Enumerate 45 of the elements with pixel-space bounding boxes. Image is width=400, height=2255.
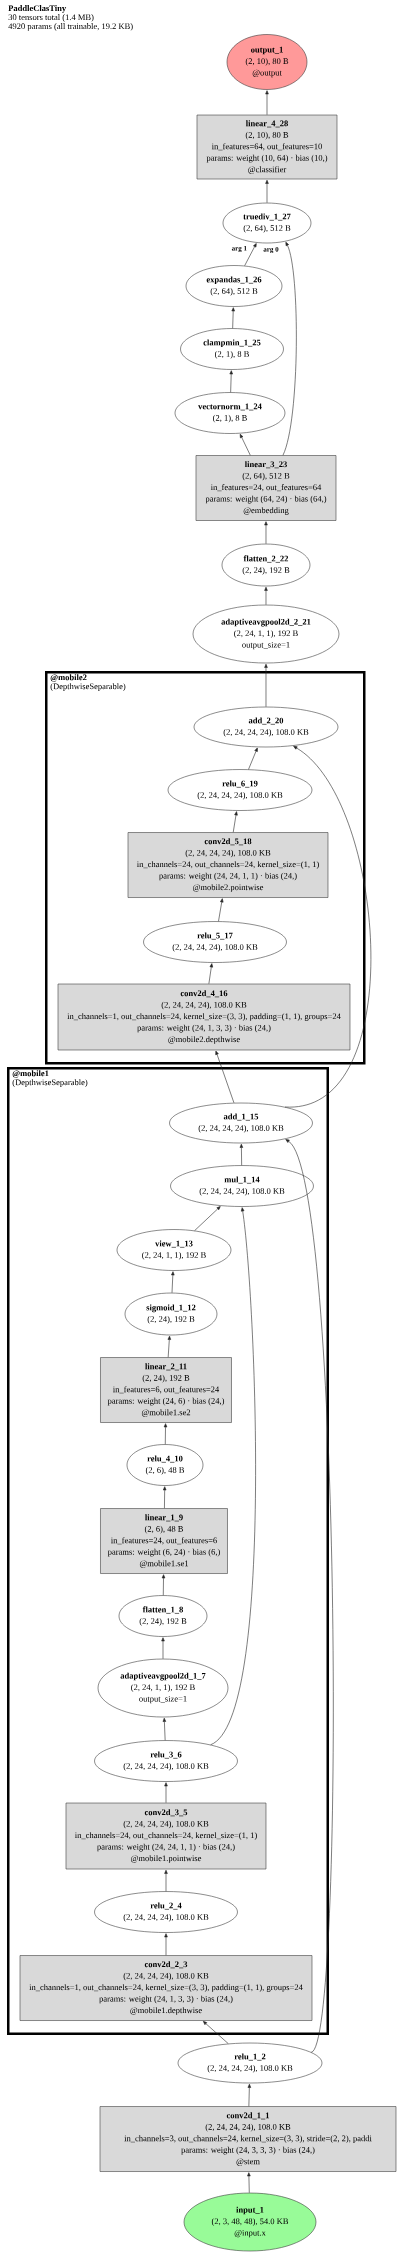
arrow [171,1271,175,1293]
arrow [265,90,269,115]
summary-text: 4920 params (all trainable, 19.2 KB) [8,23,133,31]
layer-box: conv2d_1_1 (2, 24, 24, 24), 108.0 KB in_channels=3, out_channels=24, kernel_size=(3, 3), stride=(2, 2), paddi params: weight (24, 3, 3, 3) · bias (24,) @stem [99,2106,397,2172]
arrow [247,2083,252,2107]
arrow [203,2021,229,2044]
layer-box: conv2d_5_18 (2, 24, 24, 24), 108.0 KB in_channels=24, out_channels=24, kernel_size=(1, 1) params: weight (24, 24, 1, 1) · bias (24,) @mobile2.pointwise [127,832,329,898]
arrow [161,1637,165,1659]
arrow [264,521,268,544]
arrow [163,1486,167,1509]
arrow [210,1207,256,1746]
layer-box: conv2d_3_5 (2, 24, 24, 24), 108.0 KB in_channels=24, out_channels=24, kernel_size=(1, 1) params: weight (24, 24, 1, 1) · bias (24,) @mobile1.pointwise [65,1802,267,1870]
arrow [164,1933,168,1956]
title: PaddleClasTiny [8,5,67,13]
arrow [164,1869,168,1892]
layer-box: conv2d_4_16 (2, 24, 24, 24), 108.0 KB in_channels=1, out_channels=24, kernel_size=(3, 3), padding=(1, 1), groups=24 params: weight (24, 1, 3, 3) · bias (24,) @mobile2.depthwise [57,983,351,1051]
arrow [164,1782,168,1803]
layer-box: linear_3_23 (2, 64), 512 B in_features=24, out_features=64 params: weight (64, 24) · bias (64,) @embedding [195,455,337,521]
arrow [229,370,233,393]
layer-box: linear_4_28 (2, 10), 80 B in_features=64, out_features=10 params: weight (10, 64) · bias (10,) @classifier [196,114,338,180]
layer-box: linear_2_11 (2, 24), 192 B in_features=6, out_features=24 params: weight (24, 6) · bias (24,) @mobile1.se2 [100,1357,232,1423]
summary-text: 30 tensors total (1.4 MB) [8,14,94,22]
arrow [265,179,269,203]
arrow [239,1143,244,1166]
arrow [161,1574,166,1596]
arrow [284,746,372,1108]
arrow [163,1423,168,1445]
arrow [218,898,224,922]
arrow [247,2172,251,2193]
arrow [167,1335,171,1358]
arrow [239,433,251,456]
arrow [162,1717,167,1741]
layer-box: linear_1_9 (2, 6), 48 B in_features=24, out_features=6 params: weight (6, 24) · bias (6,) @mobile1.se1 [100,1508,228,1574]
arrow [248,747,258,770]
arrow [232,811,238,833]
arrow [215,1050,235,1104]
arrow [282,241,297,456]
arrow [264,663,268,707]
arrow [285,1139,334,2053]
arrow [244,243,257,267]
layer-box: conv2d_2_3 (2, 24, 24, 24), 108.0 KB in_channels=1, out_channels=24, kernel_size=(3, 3), padding=(1, 1), groups=24 params: weight (24, 1, 3, 3) · bias (24,) @mobile1.depthwise [19,1955,313,2021]
arrow [208,963,213,984]
arrow [264,586,268,605]
arrow [231,307,235,329]
arrow [194,1206,221,1231]
